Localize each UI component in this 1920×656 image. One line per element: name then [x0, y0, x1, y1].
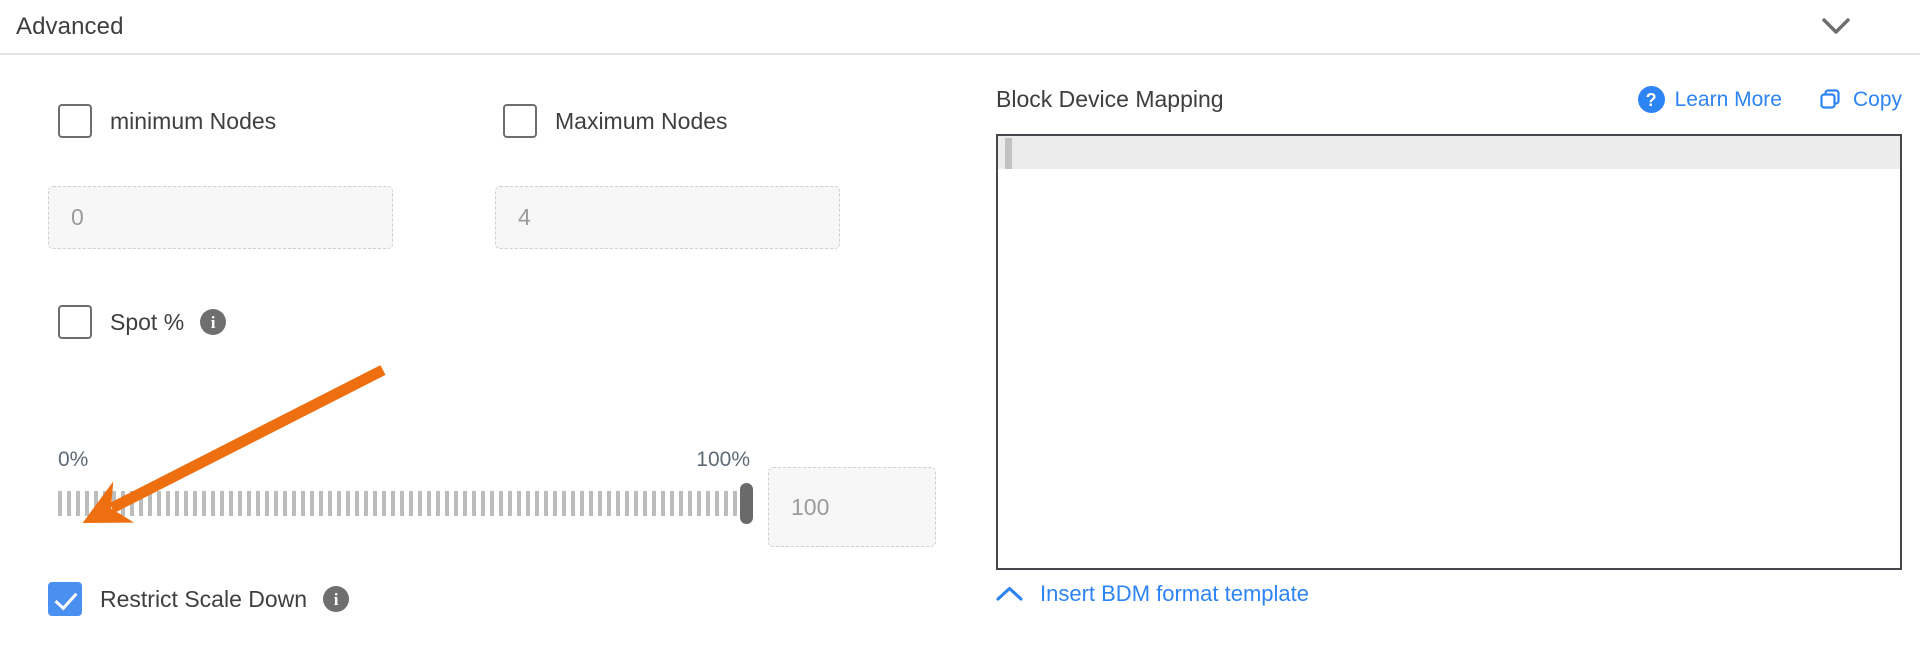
minimum-nodes-checkbox[interactable]: [58, 104, 92, 138]
spot-percent-slider-thumb[interactable]: [740, 483, 753, 524]
spot-percent-value-placeholder: 100: [791, 493, 830, 520]
learn-more-label: Learn More: [1674, 87, 1782, 111]
restrict-scale-down-checkbox[interactable]: [48, 582, 82, 616]
chevron-up-icon: [996, 586, 1023, 601]
spot-percent-label: Spot %: [110, 308, 185, 335]
slider-min-label: 0%: [58, 448, 89, 471]
maximum-nodes-input-placeholder: 4: [518, 204, 531, 230]
bdm-header-actions: ? Learn More Copy: [1637, 86, 1902, 113]
maximum-nodes-label: Maximum Nodes: [555, 107, 728, 134]
learn-more-link[interactable]: ? Learn More: [1637, 86, 1782, 113]
spot-percent-slider-group: 0% 100%: [58, 448, 753, 524]
slider-range-labels: 0% 100%: [58, 448, 750, 472]
editor-active-line: [998, 136, 1900, 169]
minimum-nodes-input-placeholder: 0: [71, 204, 84, 230]
editor-gutter: [1005, 138, 1012, 169]
restrict-scale-down-row: Restrict Scale Down i: [48, 582, 350, 616]
spot-percent-value-input[interactable]: 100: [768, 467, 936, 547]
advanced-section-header[interactable]: Advanced: [0, 0, 1920, 55]
page-title: Advanced: [16, 12, 124, 40]
copy-label: Copy: [1852, 87, 1902, 111]
bdm-title: Block Device Mapping: [996, 86, 1224, 112]
block-device-mapping-panel: Block Device Mapping ? Learn More Copy I…: [960, 56, 1920, 656]
advanced-left-column: minimum Nodes 0 Maximum Nodes 4 Spot % i…: [0, 56, 960, 656]
minimum-nodes-input[interactable]: 0: [48, 186, 393, 249]
slider-max-label: 100%: [696, 448, 750, 471]
minimum-nodes-label: minimum Nodes: [110, 107, 277, 134]
insert-bdm-template-label: Insert BDM format template: [1040, 581, 1309, 606]
spot-percent-row: Spot % i: [58, 305, 227, 339]
spot-percent-slider-track[interactable]: [58, 483, 753, 524]
question-circle-icon: ?: [1637, 86, 1665, 113]
bdm-code-editor[interactable]: [996, 134, 1902, 570]
maximum-nodes-input[interactable]: 4: [495, 186, 840, 249]
insert-bdm-template-link[interactable]: Insert BDM format template: [996, 581, 1309, 607]
maximum-nodes-row: Maximum Nodes: [503, 104, 728, 138]
copy-icon: [1820, 89, 1840, 109]
info-icon[interactable]: i: [200, 309, 227, 335]
minimum-nodes-row: minimum Nodes: [58, 104, 276, 138]
info-icon[interactable]: i: [323, 586, 350, 612]
bdm-header: Block Device Mapping ? Learn More Copy: [996, 86, 1902, 113]
spot-percent-checkbox[interactable]: [58, 305, 92, 339]
copy-button[interactable]: Copy: [1818, 87, 1902, 112]
collapse-section-button[interactable]: [1816, 7, 1856, 47]
maximum-nodes-checkbox[interactable]: [503, 104, 537, 138]
chevron-down-icon: [1822, 18, 1850, 34]
restrict-scale-down-label: Restrict Scale Down: [100, 585, 308, 612]
